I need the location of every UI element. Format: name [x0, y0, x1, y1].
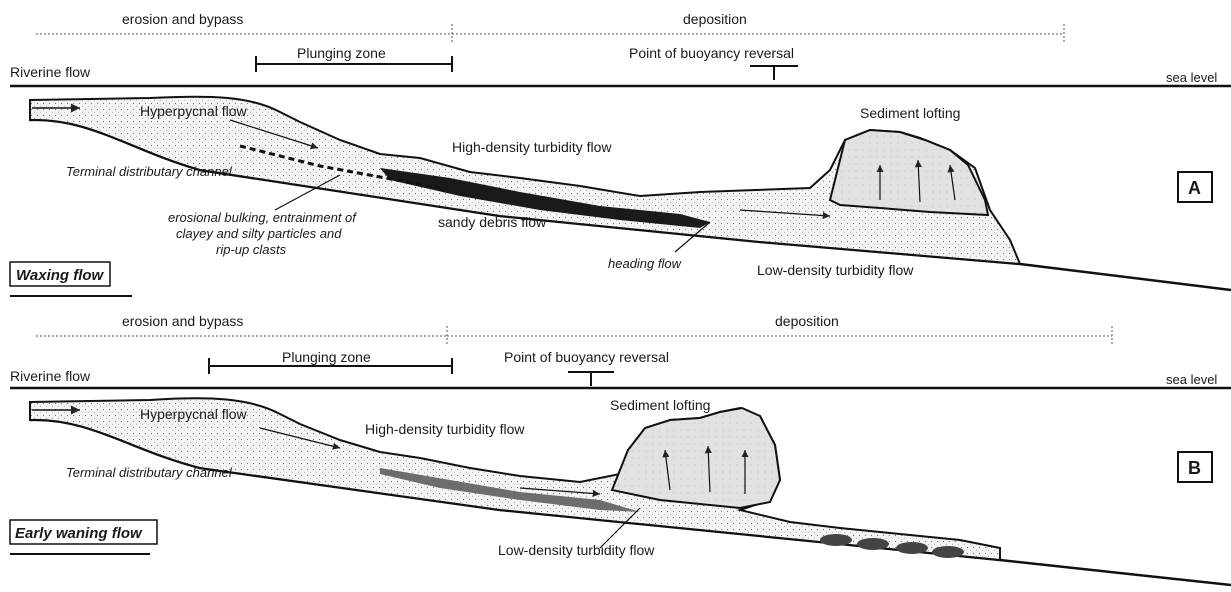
panel-letter-a: A: [1188, 178, 1201, 198]
deposition-label-a: deposition: [683, 11, 747, 27]
plunging-zone-label-b: Plunging zone: [282, 349, 371, 365]
erosional-text-2-a: clayey and silty particles and: [176, 226, 342, 241]
sediment-lofting-cloud-a: [830, 130, 988, 215]
low-density-label-b: Low-density turbidity flow: [498, 542, 655, 558]
panel-b: erosion and bypass deposition Plunging z…: [10, 313, 1231, 585]
terminal-channel-label-a: Terminal distributary channel: [66, 164, 233, 179]
sea-level-label-a: sea level: [1166, 70, 1217, 85]
buoyancy-reversal-label-a: Point of buoyancy reversal: [629, 45, 794, 61]
erosional-text-1-a: erosional bulking, entrainment of: [168, 210, 357, 225]
panel-a: erosion and bypass deposition Plunging z…: [10, 11, 1231, 296]
sediment-lofting-cloud-b: [612, 408, 780, 508]
sediment-lofting-label-a: Sediment lofting: [860, 105, 960, 121]
deposition-label-b: deposition: [775, 313, 839, 329]
buoyancy-reversal-label-b: Point of buoyancy reversal: [504, 349, 669, 365]
sandy-debris-label-a: sandy debris flow: [438, 214, 547, 230]
erosion-bypass-label-b: erosion and bypass: [122, 313, 243, 329]
heading-flow-label-a: heading flow: [608, 256, 683, 271]
high-density-label-a: High-density turbidity flow: [452, 139, 612, 155]
riverine-flow-label-a: Riverine flow: [10, 64, 91, 80]
high-density-label-b: High-density turbidity flow: [365, 421, 525, 437]
low-density-label-a: Low-density turbidity flow: [757, 262, 914, 278]
terminal-channel-label-b: Terminal distributary channel: [66, 465, 233, 480]
sea-level-label-b: sea level: [1166, 372, 1217, 387]
flow-mode-label-b: Early waning flow: [15, 525, 143, 542]
flow-mode-label-a: Waxing flow: [16, 267, 105, 284]
erosional-text-3-a: rip-up clasts: [216, 242, 287, 257]
hyperpycnal-flow-label-a: Hyperpycnal flow: [140, 103, 247, 119]
plunging-zone-label-a: Plunging zone: [297, 45, 386, 61]
erosion-bypass-label-a: erosion and bypass: [122, 11, 243, 27]
hyperpycnal-flow-label-b: Hyperpycnal flow: [140, 406, 247, 422]
sediment-lofting-label-b: Sediment lofting: [610, 397, 710, 413]
panel-letter-b: B: [1188, 458, 1201, 478]
riverine-flow-label-b: Riverine flow: [10, 368, 91, 384]
